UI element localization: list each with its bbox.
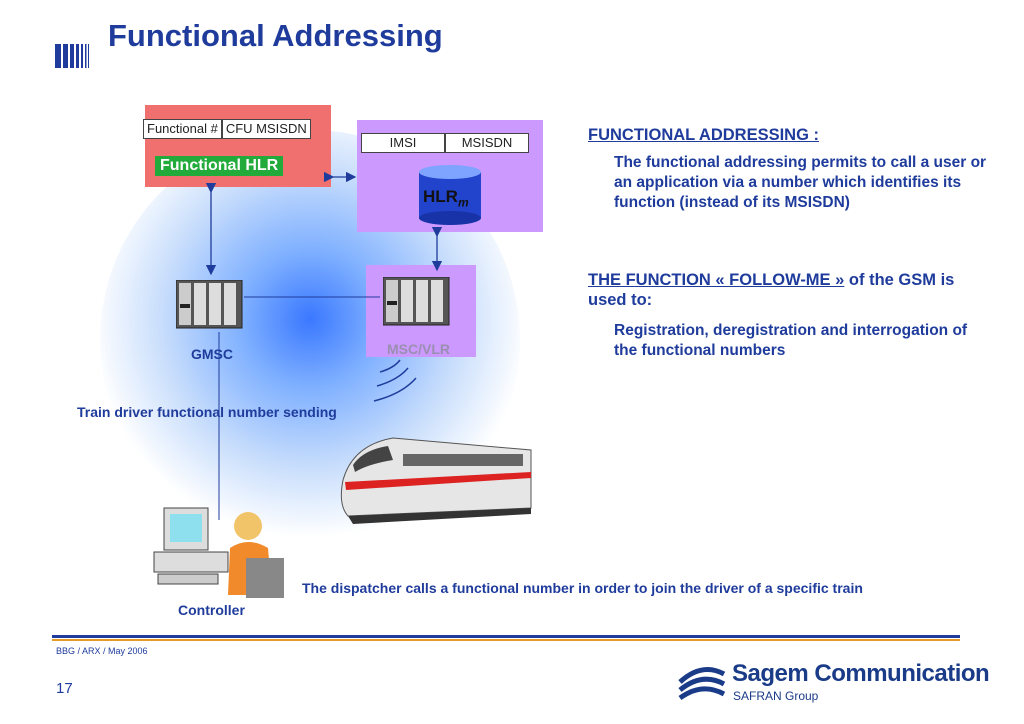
follow-me-rest: of the GSM is used to: [588,271,955,309]
train-icon [333,420,533,530]
functional-addressing-text: The functional addressing permits to cal… [614,154,987,211]
functional-addressing-heading: FUNCTIONAL ADDRESSING : [588,126,819,144]
hlr-m-label: HLRm [423,187,469,209]
hlr-m-header: IMSI MSISDN [361,133,529,153]
controller-label: Controller [178,602,245,618]
dispatcher-caption: The dispatcher calls a functional number… [302,580,863,596]
imsi-cell: IMSI [361,133,445,153]
logo-subtitle: SAFRAN Group [733,689,819,703]
gmsc-server-icon [175,279,244,335]
functional-hlr-header: Functional # CFU MSISDN [143,119,311,139]
controller-operator-icon [150,500,290,605]
cfu-msisdn-cell: CFU MSISDN [221,119,311,139]
functional-number-cell: Functional # [143,119,222,139]
hlr-text: HLR [423,187,458,206]
msc-vlr-label: MSC/VLR [387,341,450,357]
footnote: BBG / ARX / May 2006 [56,646,148,656]
database-cylinder-icon [417,164,483,231]
logo-name: Sagem Communication [732,660,990,687]
msisdn-cell: MSISDN [445,133,529,153]
msc-vlr-server-icon [382,276,451,332]
hlr-subscript: m [457,195,469,210]
follow-me-heading: THE FUNCTION « FOLLOW-ME » of the GSM is… [588,270,988,310]
title-bars-icon [55,44,97,73]
sagem-logo-icon [676,660,728,709]
slide-title: Functional Addressing [108,18,443,53]
footer-divider [52,635,960,638]
footer-divider-accent [52,639,960,641]
follow-me-text: Registration, deregistration and interro… [614,322,968,359]
follow-me-underlined: THE FUNCTION « FOLLOW-ME » [588,271,845,289]
functional-hlr-label: Functional HLR [155,156,284,176]
page-number: 17 [56,680,73,697]
gmsc-label: GMSC [191,346,233,362]
train-driver-caption: Train driver functional number sending [77,404,337,420]
